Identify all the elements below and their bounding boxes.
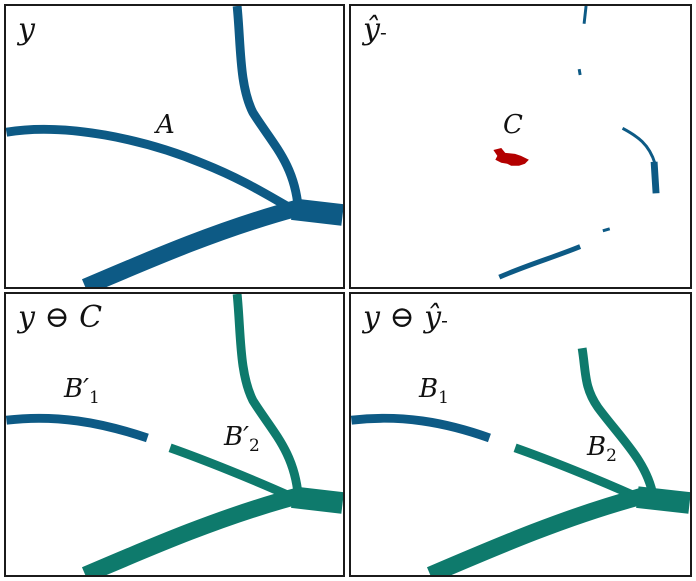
panel-title-y-minus-yhat: y ⊖ ŷ- bbox=[363, 300, 448, 335]
segment-b2-prime-trunk bbox=[232, 294, 303, 497]
segment-b2-prime-lower bbox=[81, 488, 300, 575]
label-b1: B1 bbox=[419, 374, 449, 408]
label-c: C bbox=[503, 110, 523, 140]
segment-b2-lower bbox=[426, 488, 645, 575]
panel-y-minus-yhat: y ⊖ ŷ- B1 B2 bbox=[349, 292, 692, 577]
segment-b1-prime bbox=[6, 413, 149, 443]
label-a: A bbox=[156, 110, 175, 140]
panel-prediction: ŷ- C bbox=[349, 4, 692, 289]
panel-title-y-minus-c: y ⊖ C bbox=[18, 300, 103, 335]
vessel-mask-y-minus-yhat bbox=[351, 347, 690, 575]
panel-ground-truth: y A bbox=[4, 4, 345, 289]
vessel-exit bbox=[291, 198, 343, 226]
panel-y-minus-c: y ⊖ C B′1 B′2 bbox=[4, 292, 345, 577]
segment-b1 bbox=[351, 413, 491, 443]
segment-b2-trunk bbox=[577, 347, 658, 498]
vessel-trunk bbox=[232, 6, 303, 209]
pred-fragment-right-stub bbox=[650, 161, 660, 194]
label-b2: B2 bbox=[587, 432, 617, 466]
pred-fragment-right bbox=[621, 126, 657, 165]
vessel-mask-ground-truth bbox=[6, 6, 343, 287]
segment-b2-prime-branch bbox=[168, 443, 295, 502]
label-b1-prime: B′1 bbox=[64, 374, 100, 408]
pred-fragment-top bbox=[582, 6, 588, 24]
pred-fragment-bottom-tip bbox=[602, 227, 611, 233]
vessel-branch-a bbox=[6, 124, 295, 213]
segment-b2-prime-exit bbox=[291, 486, 343, 514]
vessel-mask-y-minus-c bbox=[6, 294, 343, 575]
label-b2-prime: B′2 bbox=[224, 422, 260, 456]
pred-fragment-bottom bbox=[498, 244, 582, 280]
panel-title-yhat: ŷ- bbox=[363, 12, 387, 47]
pred-fragment-dot bbox=[577, 68, 582, 76]
component-c bbox=[493, 147, 529, 166]
segment-b2-exit bbox=[636, 486, 690, 514]
panel-title-y: y bbox=[18, 12, 35, 47]
segment-b2-branch bbox=[513, 443, 640, 502]
vessel-branch-lower bbox=[81, 200, 300, 287]
vessel-mask-prediction bbox=[493, 6, 660, 280]
